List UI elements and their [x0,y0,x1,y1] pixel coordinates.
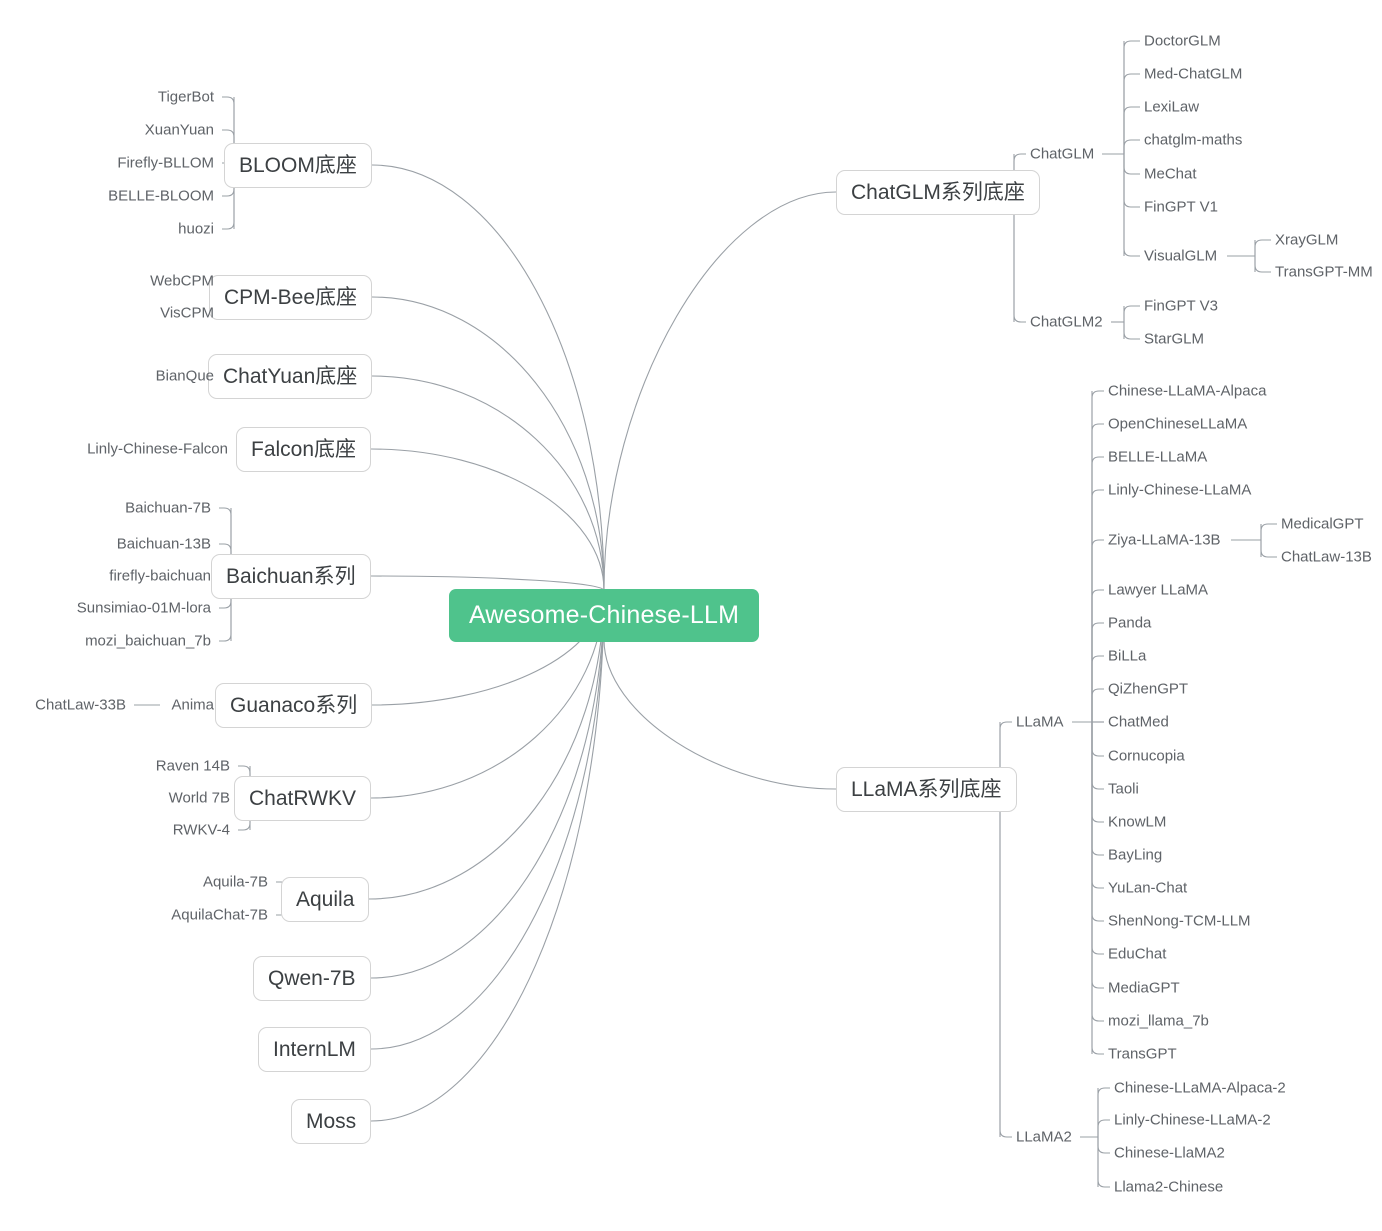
leaf-node[interactable]: Aquila-7B [202,873,268,891]
leaf-node[interactable]: ChatLaw-13B [1281,548,1372,566]
leaf-node[interactable]: Baichuan-13B [116,535,211,553]
leaf-node[interactable]: DoctorGLM [1144,32,1221,50]
branch-moss[interactable]: Moss [291,1098,372,1144]
leaf-node[interactable]: AquilaChat-7B [171,906,268,924]
group-node[interactable]: LLaMA2 [1016,1128,1072,1146]
leaf-node[interactable]: XuanYuan [144,121,214,139]
root-node[interactable]: Awesome-Chinese-LLM [449,588,760,642]
branch-guanaco[interactable]: Guanaco系列 [215,682,373,728]
leaf-node[interactable]: QiZhenGPT [1108,680,1189,698]
leaf-node[interactable]: Sunsimiao-01M-lora [76,599,211,617]
leaf-node[interactable]: Cornucopia [1108,747,1185,765]
leaf-node[interactable]: XrayGLM [1275,231,1339,249]
leaf-node[interactable]: BianQue [155,367,214,385]
leaf-node[interactable]: YuLan-Chat [1108,879,1188,897]
branch-chatglm-base[interactable]: ChatGLM系列底座 [836,169,1040,215]
leaf-node[interactable]: EduChat [1108,945,1167,963]
branch-llama-base[interactable]: LLaMA系列底座 [836,766,1017,812]
leaf-node[interactable]: Panda [1108,614,1152,632]
leaf-node[interactable]: Firefly-BLLOM [117,154,214,172]
leaf-node[interactable]: Chinese-LlaMA2 [1114,1144,1225,1162]
leaf-node[interactable]: Med-ChatGLM [1144,65,1243,83]
group-node[interactable]: LLaMA [1016,713,1064,731]
leaf-node[interactable]: chatglm-maths [1144,131,1243,149]
leaf-node[interactable]: huozi [178,220,214,238]
group-node[interactable]: ChatGLM2 [1030,313,1103,331]
leaf-node[interactable]: TransGPT-MM [1275,263,1373,281]
leaf-node[interactable]: Llama2-Chinese [1114,1178,1224,1196]
leaf-node[interactable]: LexiLaw [1144,98,1200,116]
leaf-node[interactable]: ChatLaw-33B [35,696,126,714]
leaf-node[interactable]: Raven 14B [155,757,230,775]
leaf-node[interactable]: mozi_baichuan_7b [85,632,211,650]
leaf-node[interactable]: Linly-Chinese-LLaMA [1108,481,1252,499]
leaf-node[interactable]: VisualGLM [1144,247,1218,265]
leaf-node[interactable]: Taoli [1108,780,1139,798]
leaf-node[interactable]: Chinese-LLaMA-Alpaca-2 [1114,1079,1286,1097]
leaf-node[interactable]: BiLLa [1108,647,1147,665]
leaf-node[interactable]: mozi_llama_7b [1108,1012,1209,1030]
branch-aquila[interactable]: Aquila [281,876,370,922]
branch-baichuan[interactable]: Baichuan系列 [211,553,371,599]
leaf-node[interactable]: Baichuan-7B [125,499,211,517]
leaf-node[interactable]: BayLing [1108,846,1163,864]
leaf-node[interactable]: MeChat [1144,165,1197,183]
leaf-node[interactable]: World 7B [168,789,230,807]
leaf-node[interactable]: RWKV-4 [172,821,230,839]
leaf-node[interactable]: TransGPT [1108,1045,1177,1063]
leaf-node[interactable]: ChatMed [1108,713,1169,731]
leaf-node[interactable]: VisCPM [160,304,214,322]
branch-chatyuan[interactable]: ChatYuan底座 [208,353,373,399]
leaf-node[interactable]: WebCPM [150,272,214,290]
leaf-node[interactable]: Linly-Chinese-Falcon [87,440,228,458]
branch-internlm[interactable]: InternLM [258,1026,371,1072]
leaf-node[interactable]: Lawyer LLaMA [1108,581,1209,599]
branch-qwen-7b[interactable]: Qwen-7B [253,955,371,1001]
leaf-node[interactable]: Ziya-LLaMA-13B [1108,531,1221,549]
branch-falcon[interactable]: Falcon底座 [236,426,372,472]
leaf-node[interactable]: Anima [171,696,214,714]
group-node[interactable]: ChatGLM [1030,145,1095,163]
leaf-node[interactable]: Linly-Chinese-LLaMA-2 [1114,1111,1271,1129]
leaf-node[interactable]: MedicalGPT [1281,515,1364,533]
leaf-node[interactable]: FinGPT V3 [1144,297,1218,315]
leaf-node[interactable]: firefly-baichuan [109,567,211,585]
leaf-node[interactable]: KnowLM [1108,813,1167,831]
branch-cpm-bee[interactable]: CPM-Bee底座 [209,274,373,320]
leaf-node[interactable]: OpenChineseLLaMA [1108,415,1248,433]
leaf-node[interactable]: Chinese-LLaMA-Alpaca [1108,382,1267,400]
leaf-node[interactable]: BELLE-BLOOM [108,187,214,205]
branch-bloom[interactable]: BLOOM底座 [224,142,372,188]
leaf-node[interactable]: TigerBot [157,88,214,106]
leaf-node[interactable]: ShenNong-TCM-LLM [1108,912,1251,930]
leaf-node[interactable]: StarGLM [1144,330,1205,348]
leaf-node[interactable]: MediaGPT [1108,979,1180,997]
branch-chatrwkv[interactable]: ChatRWKV [234,775,371,821]
leaf-node[interactable]: FinGPT V1 [1144,198,1218,216]
leaf-node[interactable]: BELLE-LLaMA [1108,448,1208,466]
